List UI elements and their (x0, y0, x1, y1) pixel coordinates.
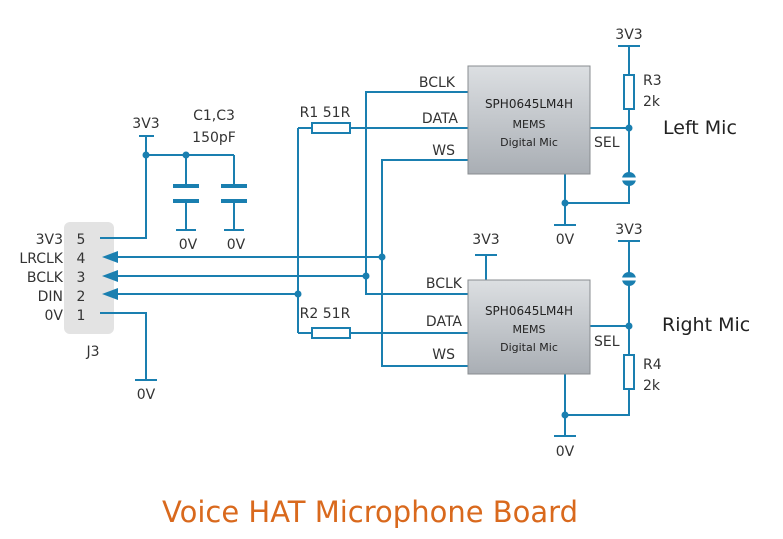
mic-top-name: Left Mic (663, 117, 737, 139)
connector-j3-body (64, 222, 114, 334)
wires (100, 45, 640, 437)
mic-bottom-name: Right Mic (662, 314, 750, 336)
mic-bottom-pin-bclk: BCLK (426, 276, 463, 292)
mic-bottom-pin-sel: SEL (594, 334, 620, 350)
connector-arrows (102, 251, 118, 300)
lrclk-arrow (102, 251, 118, 263)
resistor-r4 (623, 354, 635, 390)
pin-num-2: 2 (77, 289, 86, 305)
resistor-r3-ref: R3 (643, 73, 662, 89)
resistor-r2 (311, 327, 351, 339)
bclk-arrow (102, 270, 118, 282)
cap-c1-ground-label: 0V (179, 237, 198, 253)
resistor-r4-value: 2k (643, 378, 661, 394)
capacitor-c1 (173, 184, 199, 231)
jumper-bottom (619, 272, 639, 286)
mic-top-pin-sel: SEL (594, 135, 620, 151)
connector-ref-label: J3 (85, 344, 99, 360)
j3-ground-label: 0V (137, 387, 156, 403)
pin-num-4: 4 (77, 251, 86, 267)
mic-top-pin-data: DATA (422, 111, 458, 127)
mic-top-part: SPH0645LM4H (485, 97, 573, 111)
connector-j3-pin-labels: 3V3 5 LRCLK 4 BCLK 3 DIN 2 0V 1 (19, 232, 85, 324)
jumper-top (619, 172, 639, 186)
pin-name-2: DIN (38, 289, 63, 305)
mic-bottom-ground-label: 0V (556, 444, 575, 460)
resistor-r3 (623, 74, 635, 110)
mic-bottom-line2: MEMS (513, 323, 546, 336)
resistor-r1 (311, 122, 351, 134)
mic-top-pin-bclk: BCLK (419, 75, 456, 91)
mic-top-line2: MEMS (513, 118, 546, 131)
junction-dots (142, 124, 633, 419)
pin-num-5: 5 (77, 232, 86, 248)
mic-bottom-chip (467, 279, 591, 375)
resistor-r4-ref: R4 (643, 357, 662, 373)
din-arrow (102, 288, 118, 300)
mic-top-supply-label: 3V3 (615, 27, 642, 43)
mic-bottom-supply-label: 3V3 (472, 232, 499, 248)
pin-num-3: 3 (77, 270, 86, 286)
mic-top-chip (467, 65, 591, 175)
mic-top-line3: Digital Mic (500, 136, 558, 149)
pin-name-5: 3V3 (36, 232, 63, 248)
cap-supply-label: 3V3 (132, 116, 159, 132)
resistor-r1-label: R1 51R (300, 105, 351, 121)
mic-bottom-pin-ws: WS (432, 347, 455, 363)
mic-top-pin-ws: WS (432, 143, 455, 159)
resistor-r2-label: R2 51R (300, 306, 351, 322)
diagram-title: Voice HAT Microphone Board (162, 495, 578, 529)
pin-name-3: BCLK (27, 270, 64, 286)
pin-num-1: 1 (77, 308, 86, 324)
cap-c3-ground-label: 0V (227, 237, 246, 253)
cap-value-label: 150pF (192, 130, 236, 146)
resistor-r3-value: 2k (643, 94, 661, 110)
mic-bottom-sel-supply-label: 3V3 (615, 222, 642, 238)
pin-name-4: LRCLK (19, 251, 63, 267)
pin-name-1: 0V (45, 308, 64, 324)
mic-bottom-line3: Digital Mic (500, 341, 558, 354)
mic-bottom-part: SPH0645LM4H (485, 304, 573, 318)
capacitor-c3 (221, 184, 247, 231)
mic-bottom-pin-data: DATA (426, 314, 462, 330)
cap-ref-label: C1,C3 (193, 108, 235, 124)
mic-top-ground-label: 0V (556, 232, 575, 248)
